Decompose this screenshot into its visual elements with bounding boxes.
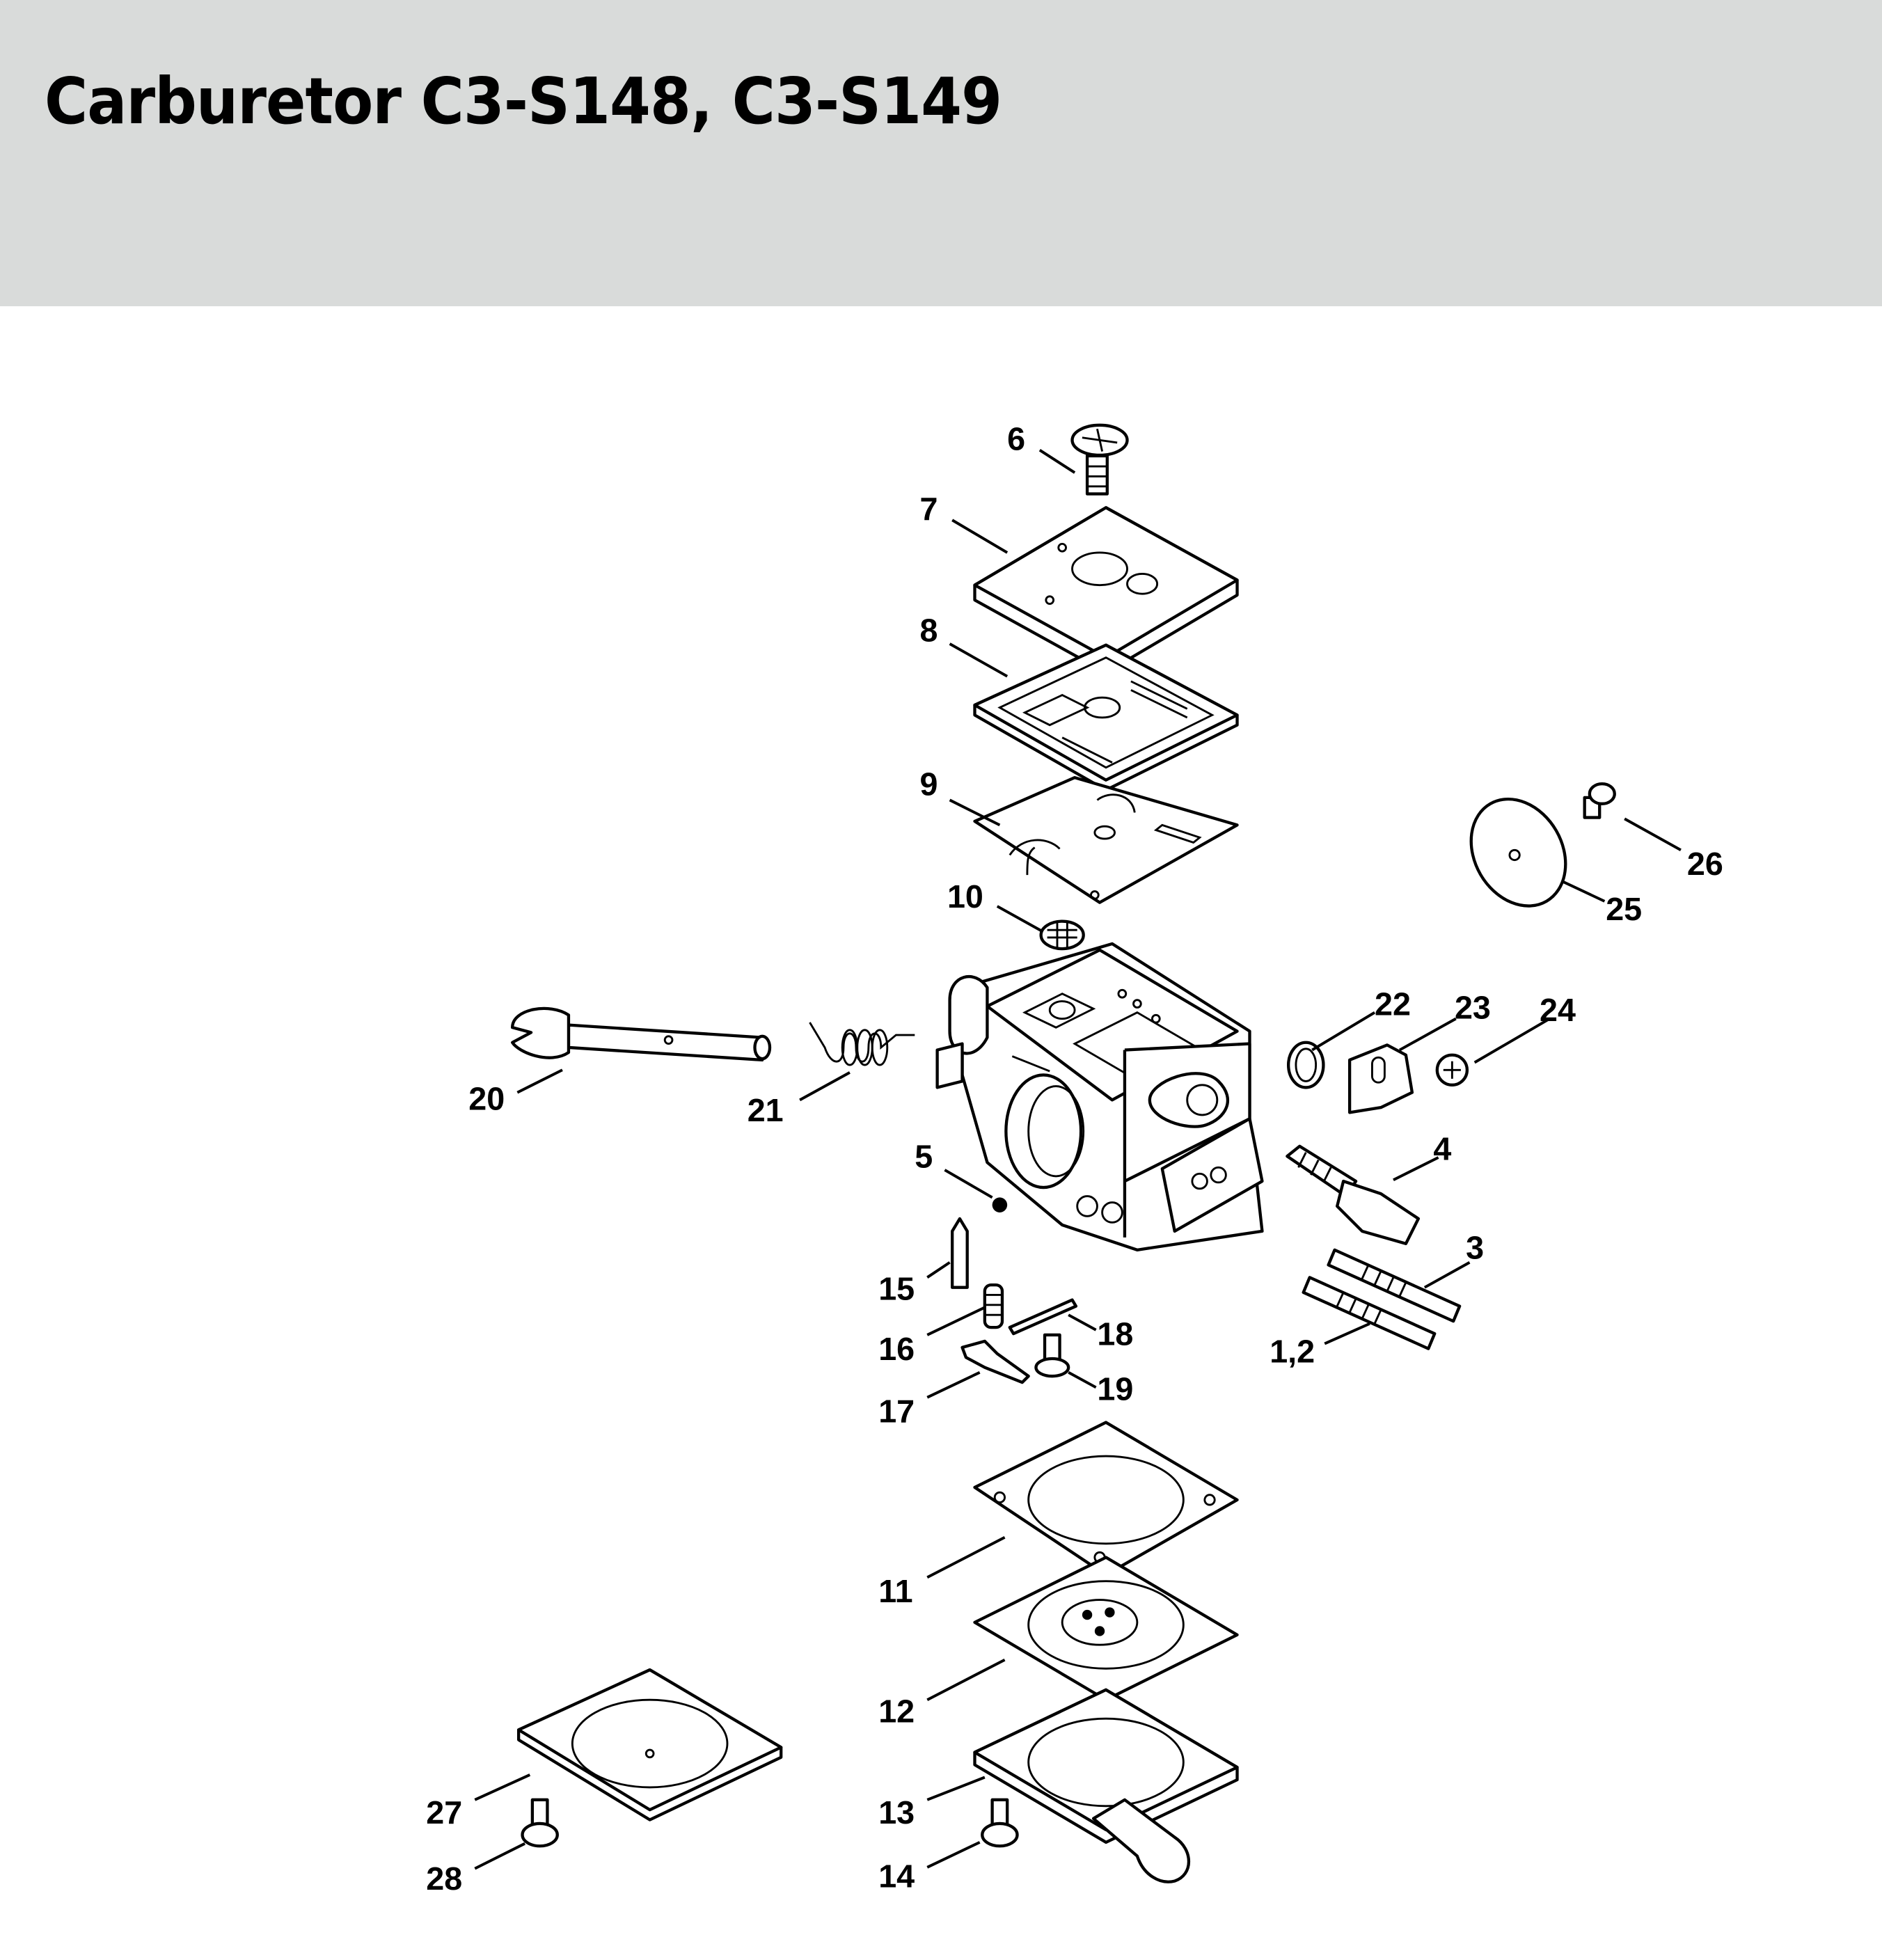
callout-20: 20 (468, 1081, 505, 1117)
part-15-inlet-needle[interactable] (951, 1217, 969, 1289)
callout-7: 7 (919, 491, 938, 527)
callout-10: 10 (947, 878, 983, 915)
part-9-diaphragm[interactable] (973, 775, 1239, 904)
part-22-ring[interactable] (1286, 1041, 1325, 1089)
part-23-plate[interactable] (1347, 1043, 1414, 1114)
callout-23: 23 (1455, 990, 1491, 1026)
callout-28: 28 (426, 1860, 462, 1897)
part-14-screw[interactable] (981, 1798, 1019, 1848)
part-25-throttle-plate[interactable] (1453, 782, 1585, 923)
part-18-pin[interactable] (1008, 1298, 1078, 1336)
part-10-screen[interactable] (1039, 919, 1085, 951)
callout-24: 24 (1540, 992, 1576, 1028)
part-12-diaphragm[interactable] (973, 1556, 1239, 1702)
callout-1-2: 1,2 (1270, 1333, 1315, 1369)
callout-4: 4 (1433, 1131, 1451, 1167)
part-5-ball[interactable] (992, 1197, 1008, 1212)
leader-lines (474, 449, 1682, 1870)
callout-15: 15 (878, 1271, 915, 1307)
part-17-lever[interactable] (960, 1339, 1030, 1384)
part-26-screw[interactable] (1583, 782, 1616, 819)
callout-21: 21 (748, 1092, 784, 1128)
callout-22: 22 (1375, 986, 1411, 1022)
part-6-screw[interactable] (1070, 423, 1129, 496)
callout-9: 9 (919, 766, 938, 802)
callout-25: 25 (1606, 891, 1642, 927)
callout-13: 13 (878, 1794, 915, 1831)
callout-16: 16 (878, 1331, 915, 1367)
callout-11: 11 (878, 1573, 912, 1609)
part-11-gasket[interactable] (973, 1421, 1239, 1576)
callout-27: 27 (426, 1794, 462, 1831)
callout-18: 18 (1097, 1315, 1133, 1352)
callout-19: 19 (1097, 1370, 1133, 1407)
part-3-needle[interactable] (1327, 1248, 1462, 1323)
callout-8: 8 (919, 612, 938, 648)
callout-5: 5 (915, 1138, 933, 1174)
part-27-cover[interactable] (516, 1668, 783, 1821)
part-24-screw[interactable] (1435, 1053, 1469, 1086)
header-banner: Carburetor C3-S148, C3-S149 (0, 0, 1882, 306)
callout-6: 6 (1007, 421, 1025, 457)
callout-17: 17 (878, 1393, 915, 1430)
callout-12: 12 (878, 1693, 915, 1730)
carburetor-body[interactable] (935, 942, 1264, 1251)
callout-26: 26 (1687, 846, 1723, 882)
part-28-screw[interactable] (521, 1798, 559, 1848)
part-19-screw[interactable] (1034, 1333, 1070, 1378)
callout-14: 14 (878, 1858, 915, 1895)
part-4-adjuster[interactable] (1286, 1144, 1421, 1246)
part-13-cover[interactable] (973, 1688, 1239, 1883)
part-20-throttle-shaft[interactable] (510, 1006, 772, 1062)
part-16-spring[interactable] (983, 1283, 1004, 1329)
callout-3: 3 (1466, 1229, 1484, 1265)
part-7-cover[interactable] (973, 506, 1239, 674)
part-1-2-needles[interactable] (1302, 1276, 1437, 1350)
page-title: Carburetor C3-S148, C3-S149 (45, 64, 1002, 139)
part-8-gasket[interactable] (973, 643, 1239, 792)
part-21-spring[interactable] (809, 1022, 915, 1066)
